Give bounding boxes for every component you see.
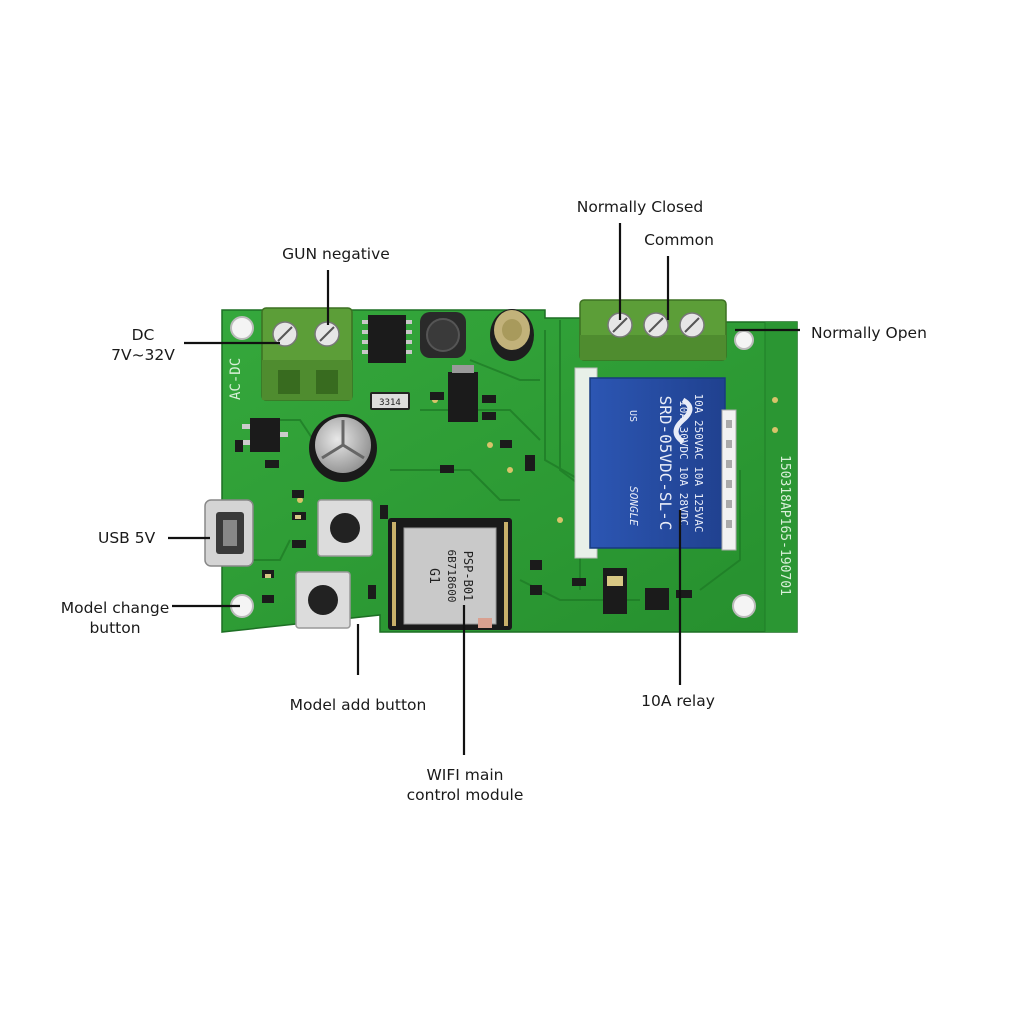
serial-silkscreen: 150318AP165-190701 (777, 455, 792, 596)
dc-terminal-block (261, 307, 353, 401)
label-dc-line2: 7V~32V (111, 346, 175, 364)
label-dc-line1: DC (131, 326, 155, 344)
smd-component-3314: 3314 (370, 392, 410, 410)
micro-usb-port (204, 499, 254, 567)
leader-lines (168, 223, 800, 755)
svg-text:PSP-B01: PSP-B01 (461, 551, 475, 602)
silk-ac-dc: AC-DC (228, 358, 244, 400)
transistor (242, 418, 288, 452)
svg-text:10A 250VAC 10A 125VAC: 10A 250VAC 10A 125VAC (692, 393, 705, 532)
svg-text:6B718600: 6B718600 (445, 550, 458, 603)
label-model-change-line1: Model change (60, 599, 170, 617)
svg-text:US: US (627, 410, 638, 422)
label-model-add: Model add button (289, 696, 427, 714)
model-change-button (295, 571, 351, 629)
songle-logo-icon (673, 397, 693, 445)
label-wifi-line1: WIFI main (426, 766, 504, 784)
label-wifi-line2: control module (406, 786, 524, 804)
capacitor-large (309, 414, 377, 482)
capacitor-small (490, 309, 534, 361)
svg-text:G1: G1 (426, 568, 441, 584)
label-dc: DC 7V~32V (98, 325, 188, 365)
relay-driver-parts (603, 568, 692, 614)
relay: 10A 250VAC 10A 125VAC 10A 30VDC 10A 28VD… (574, 367, 737, 559)
label-normally-closed: Normally Closed (576, 198, 704, 216)
inductor (420, 312, 466, 358)
voltage-regulator (448, 365, 478, 422)
mount-hole (734, 330, 754, 350)
model-add-button (317, 499, 373, 557)
mount-hole (732, 594, 756, 618)
svg-text:SRD-05VDC-SL-C: SRD-05VDC-SL-C (656, 396, 675, 531)
label-usb: USB 5V (98, 529, 156, 547)
wifi-module: PSP-B01 6B718600 G1 (388, 518, 512, 630)
label-common: Common (644, 231, 714, 249)
mount-hole (230, 316, 254, 340)
label-normally-open: Normally Open (811, 324, 927, 342)
label-gun-negative: GUN negative (282, 245, 390, 263)
label-wifi: WIFI main control module (390, 765, 540, 805)
svg-text:3314: 3314 (379, 398, 401, 408)
label-relay: 10A relay (641, 692, 715, 710)
svg-text:SONGLE: SONGLE (627, 486, 640, 526)
ic-chip (362, 315, 412, 363)
label-model-change-line2: button (89, 619, 141, 637)
relay-terminal-block (579, 299, 727, 361)
label-model-change: Model change button (50, 598, 180, 638)
svg-text:10A 30VDC 10A 28VDC: 10A 30VDC 10A 28VDC (677, 400, 690, 526)
